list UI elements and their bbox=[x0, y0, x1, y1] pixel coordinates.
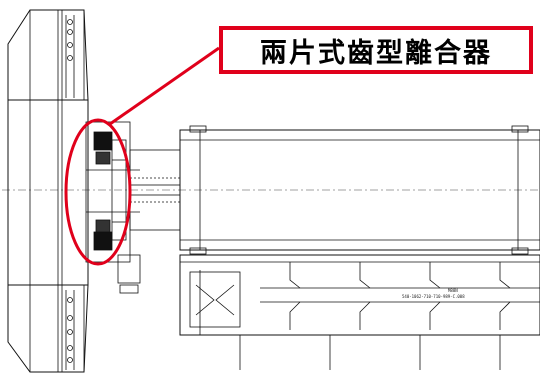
drawing-tag-label: M88N bbox=[448, 288, 458, 293]
left-flange bbox=[7, 9, 89, 373]
drawing-part-number-label: 540-1062-710-710-989-C.008 bbox=[402, 294, 465, 299]
main-housing bbox=[179, 125, 540, 255]
highlight-annotation bbox=[64, 46, 220, 266]
callout-label: 兩片式齒型離合器 bbox=[260, 37, 492, 69]
callout-leader-line bbox=[109, 46, 220, 126]
hub-block bbox=[2, 99, 540, 286]
lower-shaft-assembly bbox=[179, 254, 540, 370]
clutch-highlight-ellipse bbox=[64, 118, 132, 266]
callout-box: 兩片式齒型離合器 bbox=[219, 26, 533, 74]
tooth-clutch bbox=[85, 121, 140, 263]
